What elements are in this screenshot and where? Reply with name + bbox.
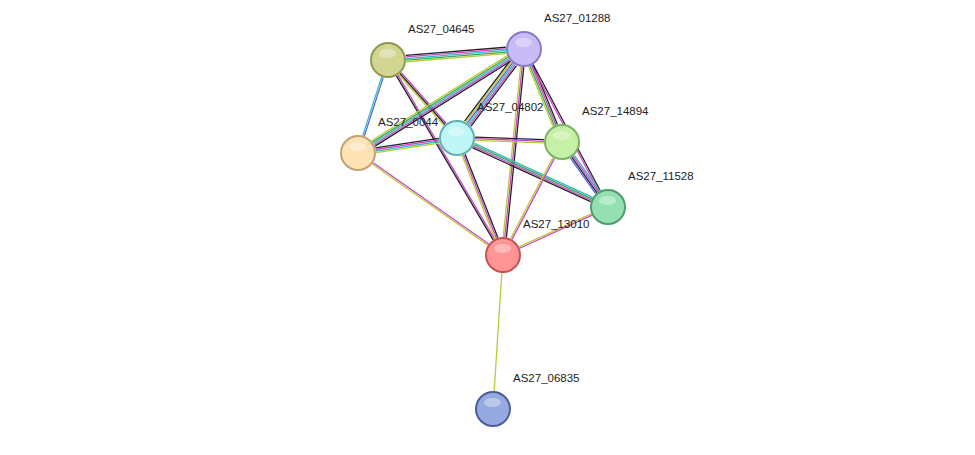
protein-node: AS27_14894 <box>544 124 580 160</box>
node-highlight <box>515 38 532 47</box>
interaction-edge <box>475 137 544 143</box>
protein-label: AS27_06835 <box>513 371 580 385</box>
node-highlight <box>553 131 570 140</box>
evidence-line <box>520 215 592 248</box>
evidence-line <box>406 54 506 62</box>
node-highlight <box>448 127 465 136</box>
node-highlight <box>599 196 616 205</box>
evidence-line <box>530 66 554 126</box>
protein-node: AS27_0044 <box>340 135 376 171</box>
evidence-line <box>570 158 595 194</box>
evidence-line <box>532 65 556 125</box>
interaction-edge <box>529 65 558 126</box>
evidence-line <box>519 214 591 247</box>
protein-node: AS27_13010 <box>485 237 521 273</box>
evidence-line <box>406 52 506 60</box>
node-highlight <box>494 244 511 253</box>
interaction-edge <box>494 273 502 391</box>
evidence-line <box>506 67 523 237</box>
interaction-edge <box>503 67 524 238</box>
evidence-line <box>573 156 598 192</box>
evidence-line <box>376 141 439 151</box>
evidence-line <box>464 155 497 238</box>
protein-node: AS27_04802 <box>439 120 475 156</box>
protein-label: AS27_04645 <box>408 22 475 36</box>
evidence-line <box>475 140 544 143</box>
evidence-line <box>470 65 515 125</box>
evidence-line <box>372 164 488 245</box>
node-highlight <box>349 142 366 151</box>
evidence-line <box>462 155 495 238</box>
evidence-line <box>533 65 600 191</box>
evidence-line <box>532 65 599 191</box>
evidence-line <box>376 143 439 153</box>
evidence-line <box>505 67 522 237</box>
interaction-edge <box>519 214 592 248</box>
protein-node: AS27_11528 <box>590 189 626 225</box>
interaction-edge <box>462 154 498 239</box>
evidence-line <box>572 157 597 193</box>
protein-node: AS27_01288 <box>506 31 542 67</box>
protein-node: AS27_04645 <box>370 42 406 78</box>
evidence-line <box>529 67 553 127</box>
evidence-line <box>465 154 498 237</box>
interaction-edge <box>532 65 601 192</box>
protein-label: AS27_0044 <box>378 115 438 129</box>
evidence-line <box>503 67 520 237</box>
evidence-line <box>373 163 489 244</box>
evidence-line <box>574 155 599 191</box>
interaction-edge <box>406 47 507 61</box>
protein-label: AS27_04802 <box>477 100 544 114</box>
protein-label: AS27_13010 <box>523 217 590 231</box>
evidence-line <box>494 273 502 391</box>
node-highlight <box>484 398 501 407</box>
protein-label: AS27_11528 <box>628 169 694 183</box>
node-highlight <box>379 49 396 58</box>
interaction-edge <box>570 155 599 193</box>
protein-label: AS27_14894 <box>582 104 649 118</box>
interaction-edge <box>372 163 488 246</box>
protein-node: AS27_06835 <box>475 391 511 427</box>
protein-label: AS27_01288 <box>544 11 611 25</box>
interaction-edge <box>375 138 439 152</box>
